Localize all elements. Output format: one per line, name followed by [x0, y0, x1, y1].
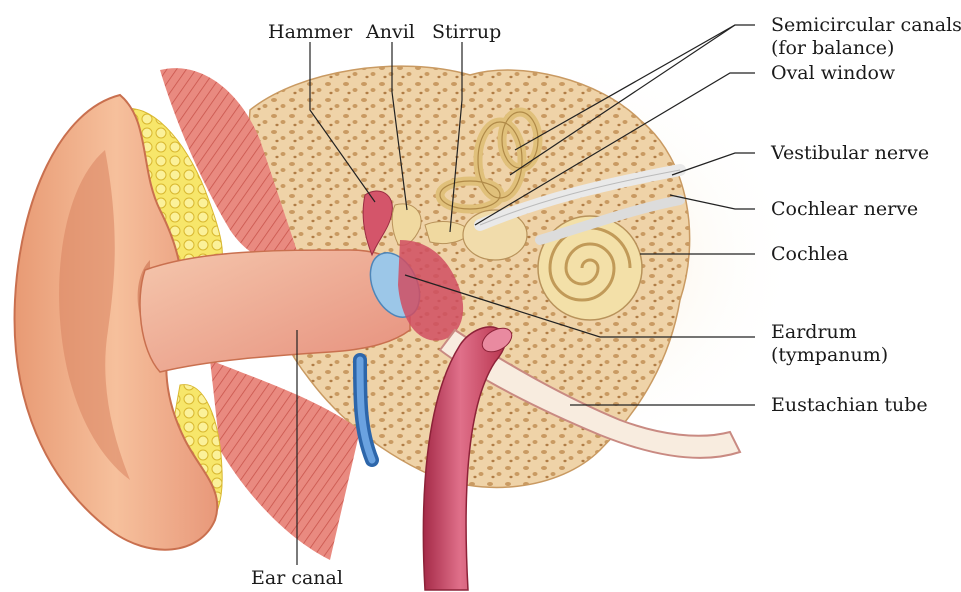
label-semicircular-canals: Semicircular canals	[771, 13, 961, 37]
label-oval-window: Oval window	[771, 61, 895, 85]
label-cochlea: Cochlea	[771, 242, 849, 266]
label-eustachian-tube: Eustachian tube	[771, 393, 928, 417]
label-ear-canal: Ear canal	[251, 566, 343, 590]
label-eardrum-note: (tympanum)	[771, 343, 888, 367]
label-hammer: Hammer	[268, 20, 352, 44]
label-stirrup: Stirrup	[432, 20, 501, 44]
label-eardrum: Eardrum	[771, 320, 857, 344]
label-anvil: Anvil	[366, 20, 415, 44]
label-semicircular-canals-note: (for balance)	[771, 36, 894, 60]
label-vestibular-nerve: Vestibular nerve	[771, 141, 929, 165]
label-cochlear-nerve: Cochlear nerve	[771, 197, 918, 221]
